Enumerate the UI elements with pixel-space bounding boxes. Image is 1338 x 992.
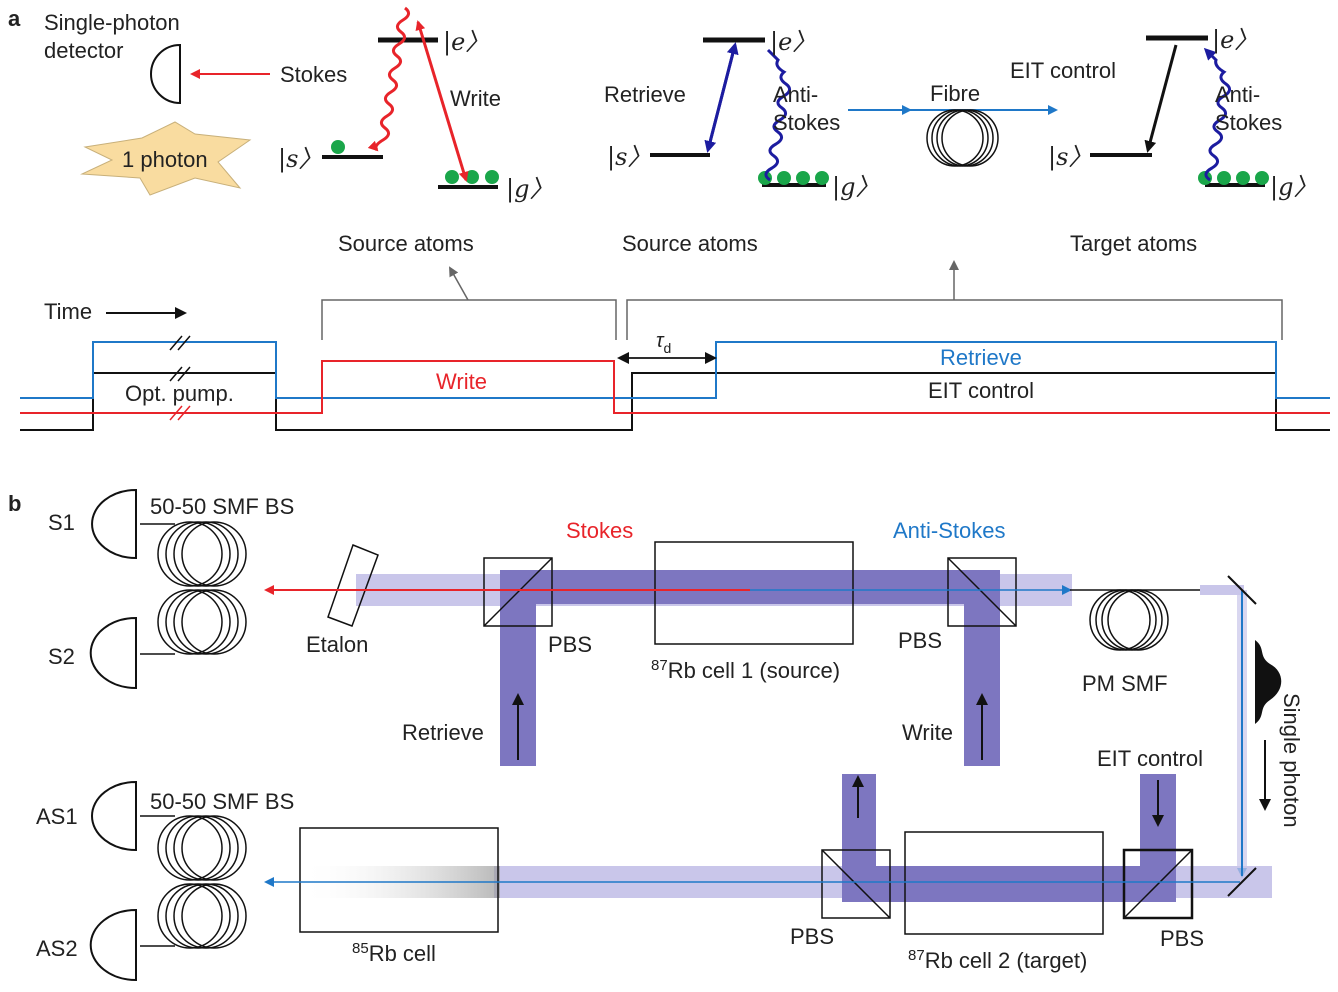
time-label: Time <box>44 299 92 324</box>
as2-label: AS2 <box>36 936 78 961</box>
photon-label: 1 photon <box>122 147 208 172</box>
timing-eit-label: EIT control <box>928 378 1034 403</box>
detector-s2 <box>89 616 137 690</box>
write-label-b: Write <box>902 720 953 745</box>
antistokes-label-b: Anti-Stokes <box>893 518 1006 543</box>
antistokes-label-a2: Stokes <box>773 110 840 135</box>
pbs-cubes <box>483 557 1194 920</box>
target-atoms-label: Target atoms <box>1070 231 1197 256</box>
fibre-coil <box>848 105 1058 167</box>
detector-as2 <box>89 908 137 982</box>
ket-e-1: |e〉 <box>443 28 489 57</box>
stokes-label-b: Stokes <box>566 518 633 543</box>
level-diagram-write <box>322 6 499 189</box>
pm-smf-label: PM SMF <box>1082 671 1168 696</box>
retrieve-label-a: Retrieve <box>604 82 686 107</box>
source-atoms-label-1: Source atoms <box>338 231 474 256</box>
as1-label: AS1 <box>36 804 78 829</box>
timing-traces <box>20 335 1330 431</box>
etalon-label: Etalon <box>306 632 368 657</box>
eit-control-label-a: EIT control <box>1010 58 1116 83</box>
tau-label: τd <box>656 330 671 356</box>
mirror-bottom <box>1227 867 1257 897</box>
photon-star <box>80 121 252 196</box>
beam-light-corner <box>1200 585 1244 595</box>
antistokes-label-a4: Stokes <box>1215 110 1282 135</box>
eit-control-label-b: EIT control <box>1097 746 1203 771</box>
detector-label-2: detector <box>44 38 124 63</box>
panel-a: a Single-photon detector Stokes 1 photon… <box>8 6 1330 431</box>
ket-g-3: |g〉 <box>1270 173 1317 202</box>
cell2-label: 87Rb cell 2 (target) <box>908 947 1087 973</box>
timing-brackets <box>321 260 1283 340</box>
detector-label-1: Single-photon <box>44 10 180 35</box>
detector-s1 <box>91 488 137 560</box>
timing-retrieve-label: Retrieve <box>940 345 1022 370</box>
level-diagram-retrieve <box>650 37 829 187</box>
rb87-cell-1 <box>654 541 854 645</box>
write-label-a: Write <box>450 86 501 111</box>
panel-b: b <box>8 488 1304 982</box>
ket-e-2: |e〉 <box>770 28 816 57</box>
panel-b-letter: b <box>8 491 21 516</box>
antistokes-label-a1: Anti- <box>773 82 818 107</box>
rb85-cell <box>299 827 499 933</box>
pm-smf-coil <box>1089 589 1169 651</box>
detectors-b <box>89 488 137 982</box>
ket-e-3: |e〉 <box>1212 26 1258 55</box>
s2-label: S2 <box>48 644 75 669</box>
beams-dark <box>500 570 1176 902</box>
single-photon-wavepacket <box>1255 640 1282 724</box>
antistokes-label-a3: Anti- <box>1215 82 1260 107</box>
pbs-label-4: PBS <box>1160 926 1204 951</box>
bs-coil-bottom <box>140 815 247 949</box>
level-diagram-target <box>1090 35 1269 187</box>
fibre-label: Fibre <box>930 81 980 106</box>
timing-write-label: Write <box>436 369 487 394</box>
pbs-label-2: PBS <box>898 628 942 653</box>
bs-coil-top <box>140 521 247 655</box>
pbs-label-1: PBS <box>548 632 592 657</box>
panel-a-letter: a <box>8 6 21 31</box>
s1-label: S1 <box>48 510 75 535</box>
mirror-top <box>1227 575 1257 605</box>
cell1-label: 87Rb cell 1 (source) <box>651 657 840 683</box>
etalon <box>327 544 379 627</box>
ket-g-1: |g〉 <box>506 175 553 204</box>
ket-s-2: |s〉 <box>607 143 651 172</box>
ket-g-2: |g〉 <box>832 173 879 202</box>
detector-a <box>150 43 181 105</box>
rb87-cell-2 <box>904 831 1104 935</box>
cell85-label: 85Rb cell <box>352 940 436 966</box>
ket-s-1: |s〉 <box>278 145 322 174</box>
detector-as1 <box>91 780 137 852</box>
bs-bottom-label: 50-50 SMF BS <box>150 789 294 814</box>
bs-top-label: 50-50 SMF BS <box>150 494 294 519</box>
source-atoms-label-2: Source atoms <box>622 231 758 256</box>
opt-pump-label: Opt. pump. <box>125 381 234 406</box>
retrieve-label-b: Retrieve <box>402 720 484 745</box>
pbs-label-3: PBS <box>790 924 834 949</box>
stokes-label-a: Stokes <box>280 62 347 87</box>
ket-s-3: |s〉 <box>1048 143 1092 172</box>
single-photon-label: Single photon <box>1279 693 1304 828</box>
